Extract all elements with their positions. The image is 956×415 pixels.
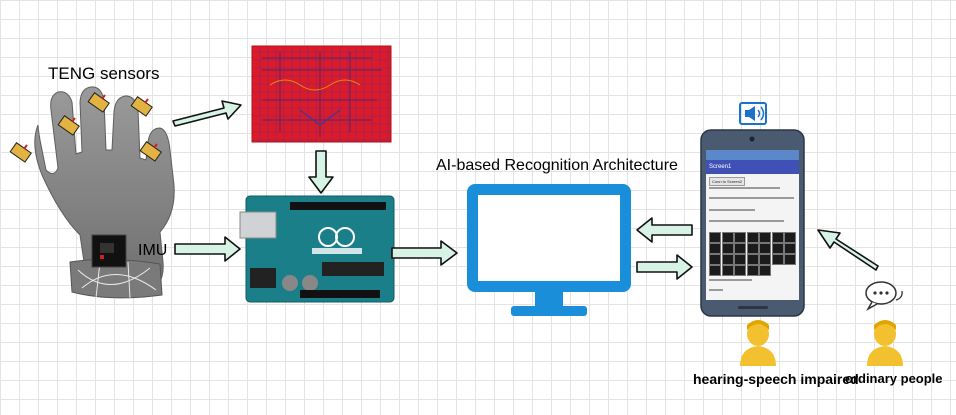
- ordinary-people-label: ordinary people: [845, 371, 943, 386]
- pcb-icon: [251, 45, 392, 143]
- gesture-tile[interactable]: [759, 254, 771, 265]
- gesture-tile[interactable]: [721, 232, 734, 243]
- gesture-tile[interactable]: [709, 254, 721, 265]
- gesture-tile[interactable]: [734, 265, 746, 276]
- recognize-button[interactable]: [752, 220, 784, 222]
- arrow-glove-to-pcb: [172, 100, 242, 127]
- monitor-icon: [467, 184, 631, 316]
- gesture-tile[interactable]: [721, 265, 734, 276]
- input-field[interactable]: [709, 209, 755, 211]
- gesture-tile[interactable]: [746, 243, 759, 254]
- disconnect-button[interactable]: [756, 187, 780, 189]
- gesture-tile[interactable]: [734, 254, 746, 265]
- gesture-tile[interactable]: [734, 243, 746, 254]
- phone-screen: Screen1 Conn to Screen2: [706, 150, 799, 300]
- gesture-tile[interactable]: [746, 265, 759, 276]
- speech-bubble-icon: [865, 281, 903, 311]
- recognize-input[interactable]: [709, 220, 753, 222]
- gesture-tile[interactable]: [721, 254, 734, 265]
- speaker-icon: [739, 102, 767, 125]
- gesture-tile[interactable]: [746, 254, 759, 265]
- gesture-tile[interactable]: [759, 243, 771, 254]
- teng-sensors-label: TENG sensors: [48, 64, 160, 83]
- gesture-tile[interactable]: [784, 254, 796, 265]
- gesture-tile[interactable]: [784, 232, 796, 243]
- hearing-speech-impaired-label: hearing-speech impaired: [693, 371, 859, 387]
- gesture-tile[interactable]: [759, 265, 771, 276]
- teng-sensor-icon: [9, 92, 162, 163]
- field-button-2[interactable]: [726, 197, 762, 199]
- ai-architecture-label: AI-based Recognition Architecture: [436, 157, 678, 174]
- send-button[interactable]: [732, 279, 752, 281]
- gesture-tile[interactable]: [709, 232, 721, 243]
- gesture-tile[interactable]: [709, 243, 721, 254]
- arrow-people-to-phone: [817, 229, 879, 271]
- gesture-tile[interactable]: [721, 243, 734, 254]
- gesture-tile[interactable]: [784, 243, 796, 254]
- status-bar: [706, 150, 799, 160]
- screen-title: Screen1: [706, 160, 799, 174]
- status-button[interactable]: [730, 187, 758, 189]
- glove-icon: [9, 86, 175, 299]
- gesture-tile[interactable]: [734, 232, 746, 243]
- arrow-pcb-to-arduino: [308, 150, 334, 194]
- gesture-tile[interactable]: [771, 254, 784, 265]
- field-button-4[interactable]: [774, 197, 794, 199]
- gesture-tile-grid: [709, 232, 799, 282]
- gesture-tile[interactable]: [746, 232, 759, 243]
- gesture-tile[interactable]: [759, 232, 771, 243]
- imu-icon: [91, 234, 127, 268]
- gesture-tile[interactable]: [709, 265, 721, 276]
- arduino-icon: [239, 195, 395, 303]
- gesture-tile[interactable]: [771, 232, 784, 243]
- gesture-tile[interactable]: [771, 243, 784, 254]
- arrow-monitor-to-phone: [636, 254, 693, 280]
- person-icon: [740, 320, 776, 366]
- small-button[interactable]: [709, 289, 723, 291]
- arrow-arduino-to-monitor: [391, 240, 458, 266]
- imu-label: IMU: [138, 242, 168, 259]
- person-icon: [867, 320, 903, 366]
- connect-button[interactable]: Conn to Screen2: [709, 177, 745, 186]
- arrow-imu-to-arduino: [174, 236, 241, 262]
- arrow-phone-to-monitor: [636, 217, 693, 243]
